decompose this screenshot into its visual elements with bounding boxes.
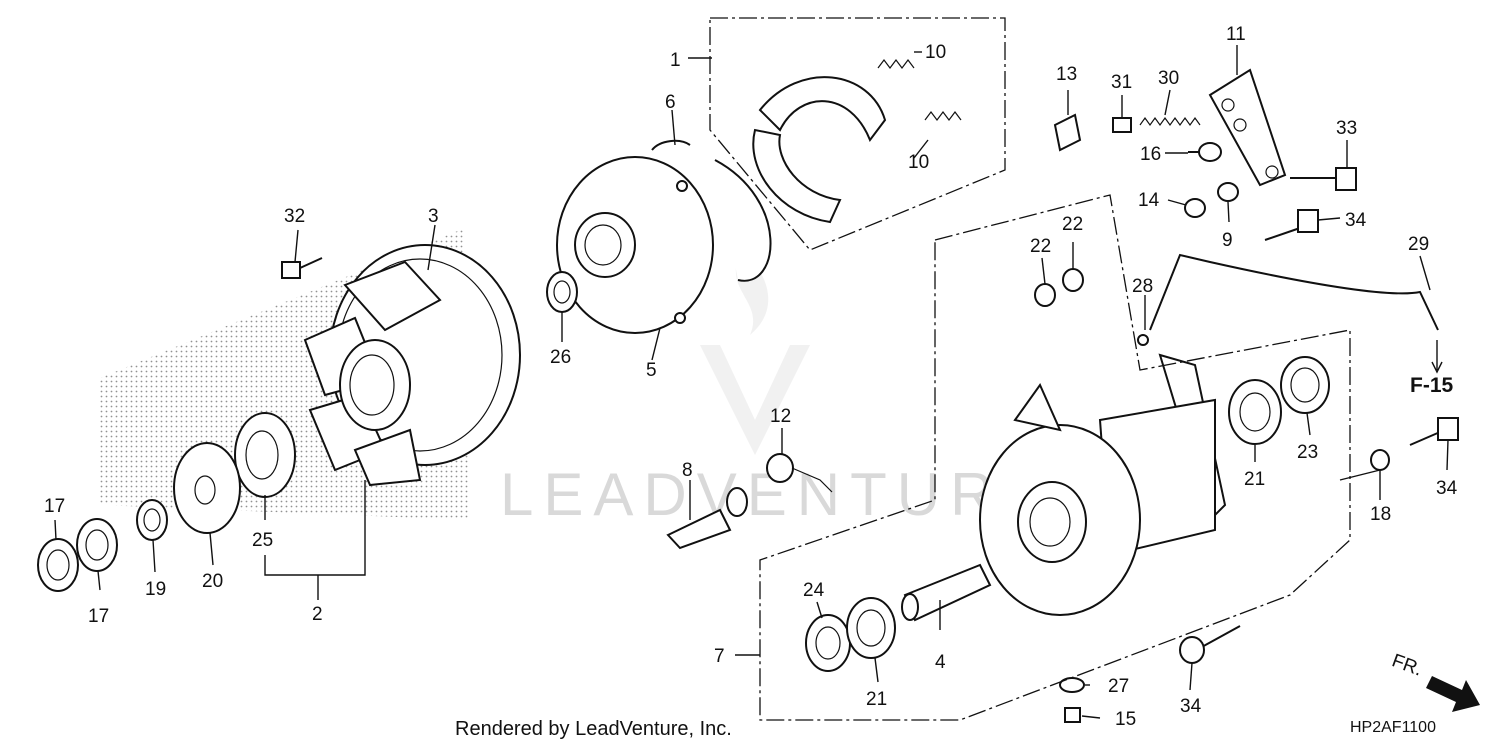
callout-24: 24 <box>803 580 825 601</box>
spring-10-lower <box>924 111 962 121</box>
spring-10-upper <box>877 59 915 69</box>
washer-18 <box>1370 449 1390 471</box>
callout-13: 13 <box>1056 64 1077 85</box>
callout-22-right: 22 <box>1062 214 1083 235</box>
callout-21-left: 21 <box>866 689 887 710</box>
nut-14 <box>1184 198 1206 218</box>
brake-arm-11 <box>1208 68 1287 187</box>
wing-nut-13 <box>1053 113 1082 152</box>
oil-seal-24 <box>805 614 851 672</box>
bearing-21-right <box>1228 379 1282 445</box>
callout-5: 5 <box>646 360 657 381</box>
oil-seal-26 <box>546 271 578 313</box>
callout-2: 2 <box>312 604 323 625</box>
callout-9: 9 <box>1222 230 1233 251</box>
callout-33: 33 <box>1336 118 1357 139</box>
render-credit: Rendered by LeadVenture, Inc. <box>455 718 732 740</box>
group-bracket-1 <box>709 17 1006 251</box>
callout-17-upper: 17 <box>44 496 65 517</box>
watermark-logo <box>700 250 810 455</box>
bearing-21-left <box>846 597 896 659</box>
washer-20 <box>173 442 241 534</box>
front-label: FR. <box>1389 650 1425 680</box>
oil-seal-23 <box>1280 356 1330 414</box>
diagram-code: HP2AF1100 <box>1350 719 1436 736</box>
callout-18: 18 <box>1370 504 1391 525</box>
callout-10-lower: 10 <box>908 152 929 173</box>
callout-28: 28 <box>1132 276 1153 297</box>
reference-f15: F-15 <box>1410 374 1454 397</box>
spring-12 <box>766 453 833 493</box>
callout-34-top: 34 <box>1345 210 1367 231</box>
callout-21-right: 21 <box>1244 469 1265 490</box>
callout-14: 14 <box>1138 190 1160 211</box>
callout-32: 32 <box>284 206 305 227</box>
bolt-34-bottom <box>1179 625 1241 664</box>
bolt-34-right <box>1409 417 1459 446</box>
callout-10-upper: 10 <box>925 42 946 63</box>
callout-15: 15 <box>1115 709 1136 730</box>
bolt-34-top <box>1264 209 1319 241</box>
callout-19: 19 <box>145 579 166 600</box>
washer-9 <box>1217 182 1239 202</box>
brake-shoes-1 <box>752 76 887 224</box>
callout-1: 1 <box>670 50 681 71</box>
callout-23: 23 <box>1297 442 1318 463</box>
o-ring-6 <box>651 139 691 151</box>
oil-seal-25 <box>234 412 296 498</box>
callout-labels: 1 2 3 4 5 6 7 8 9 10 10 11 12 13 14 15 1… <box>44 24 1458 730</box>
leader-lines <box>54 45 1449 719</box>
callout-11: 11 <box>1226 24 1246 45</box>
washer-22-b <box>1062 268 1084 292</box>
washer-19 <box>136 499 168 541</box>
callout-34-right: 34 <box>1436 478 1458 499</box>
callout-3: 3 <box>428 206 439 227</box>
clip-28 <box>1137 334 1149 346</box>
callout-8: 8 <box>682 460 693 481</box>
callout-16: 16 <box>1140 144 1161 165</box>
spring-30 <box>1139 116 1201 127</box>
callout-17-lower: 17 <box>88 606 109 627</box>
callout-20: 20 <box>202 571 223 592</box>
callout-26: 26 <box>550 347 571 368</box>
callout-34-bottom: 34 <box>1180 696 1202 717</box>
brake-cam-8 <box>666 487 748 550</box>
brake-panel-5 <box>556 156 714 334</box>
bolt-32 <box>281 257 323 279</box>
callout-29: 29 <box>1408 234 1429 255</box>
nut-17-inner <box>76 518 118 572</box>
bolt-33 <box>1290 167 1357 191</box>
pin-31 <box>1112 117 1132 133</box>
callout-4: 4 <box>935 652 946 673</box>
nut-17-outer <box>37 538 79 592</box>
brake-drum-hub <box>303 244 521 487</box>
callout-7: 7 <box>714 646 725 667</box>
callout-31: 31 <box>1111 72 1132 93</box>
callout-12: 12 <box>770 406 791 427</box>
callout-30: 30 <box>1158 68 1179 89</box>
breather-tube-29 <box>1149 253 1439 331</box>
screw-15 <box>1064 707 1081 723</box>
callout-27: 27 <box>1108 676 1129 697</box>
callout-6: 6 <box>665 92 676 113</box>
washer-22-a <box>1034 283 1056 307</box>
group-bracket-7 <box>759 194 1351 721</box>
axle-housing-7 <box>979 353 1227 616</box>
callout-22-left: 22 <box>1030 236 1051 257</box>
front-direction-arrow <box>1426 676 1480 712</box>
o-ring-large <box>714 159 772 282</box>
sleeve-4 <box>901 563 992 622</box>
joint-16 <box>1188 142 1222 162</box>
callout-25: 25 <box>252 530 273 551</box>
